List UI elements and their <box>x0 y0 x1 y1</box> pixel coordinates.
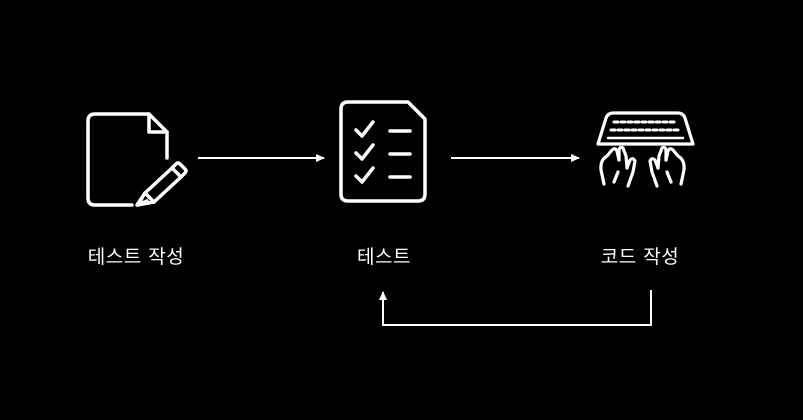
node-label-write-code: 코드 작성 <box>600 246 680 268</box>
keyboard-typing-icon <box>596 111 695 188</box>
node-label-write-test: 테스트 작성 <box>87 246 185 268</box>
document-pen-icon <box>86 112 188 207</box>
node-label-test: 테스트 <box>357 246 411 268</box>
checklist-icon <box>339 100 427 203</box>
arrow-write-code-to-test <box>379 290 652 326</box>
